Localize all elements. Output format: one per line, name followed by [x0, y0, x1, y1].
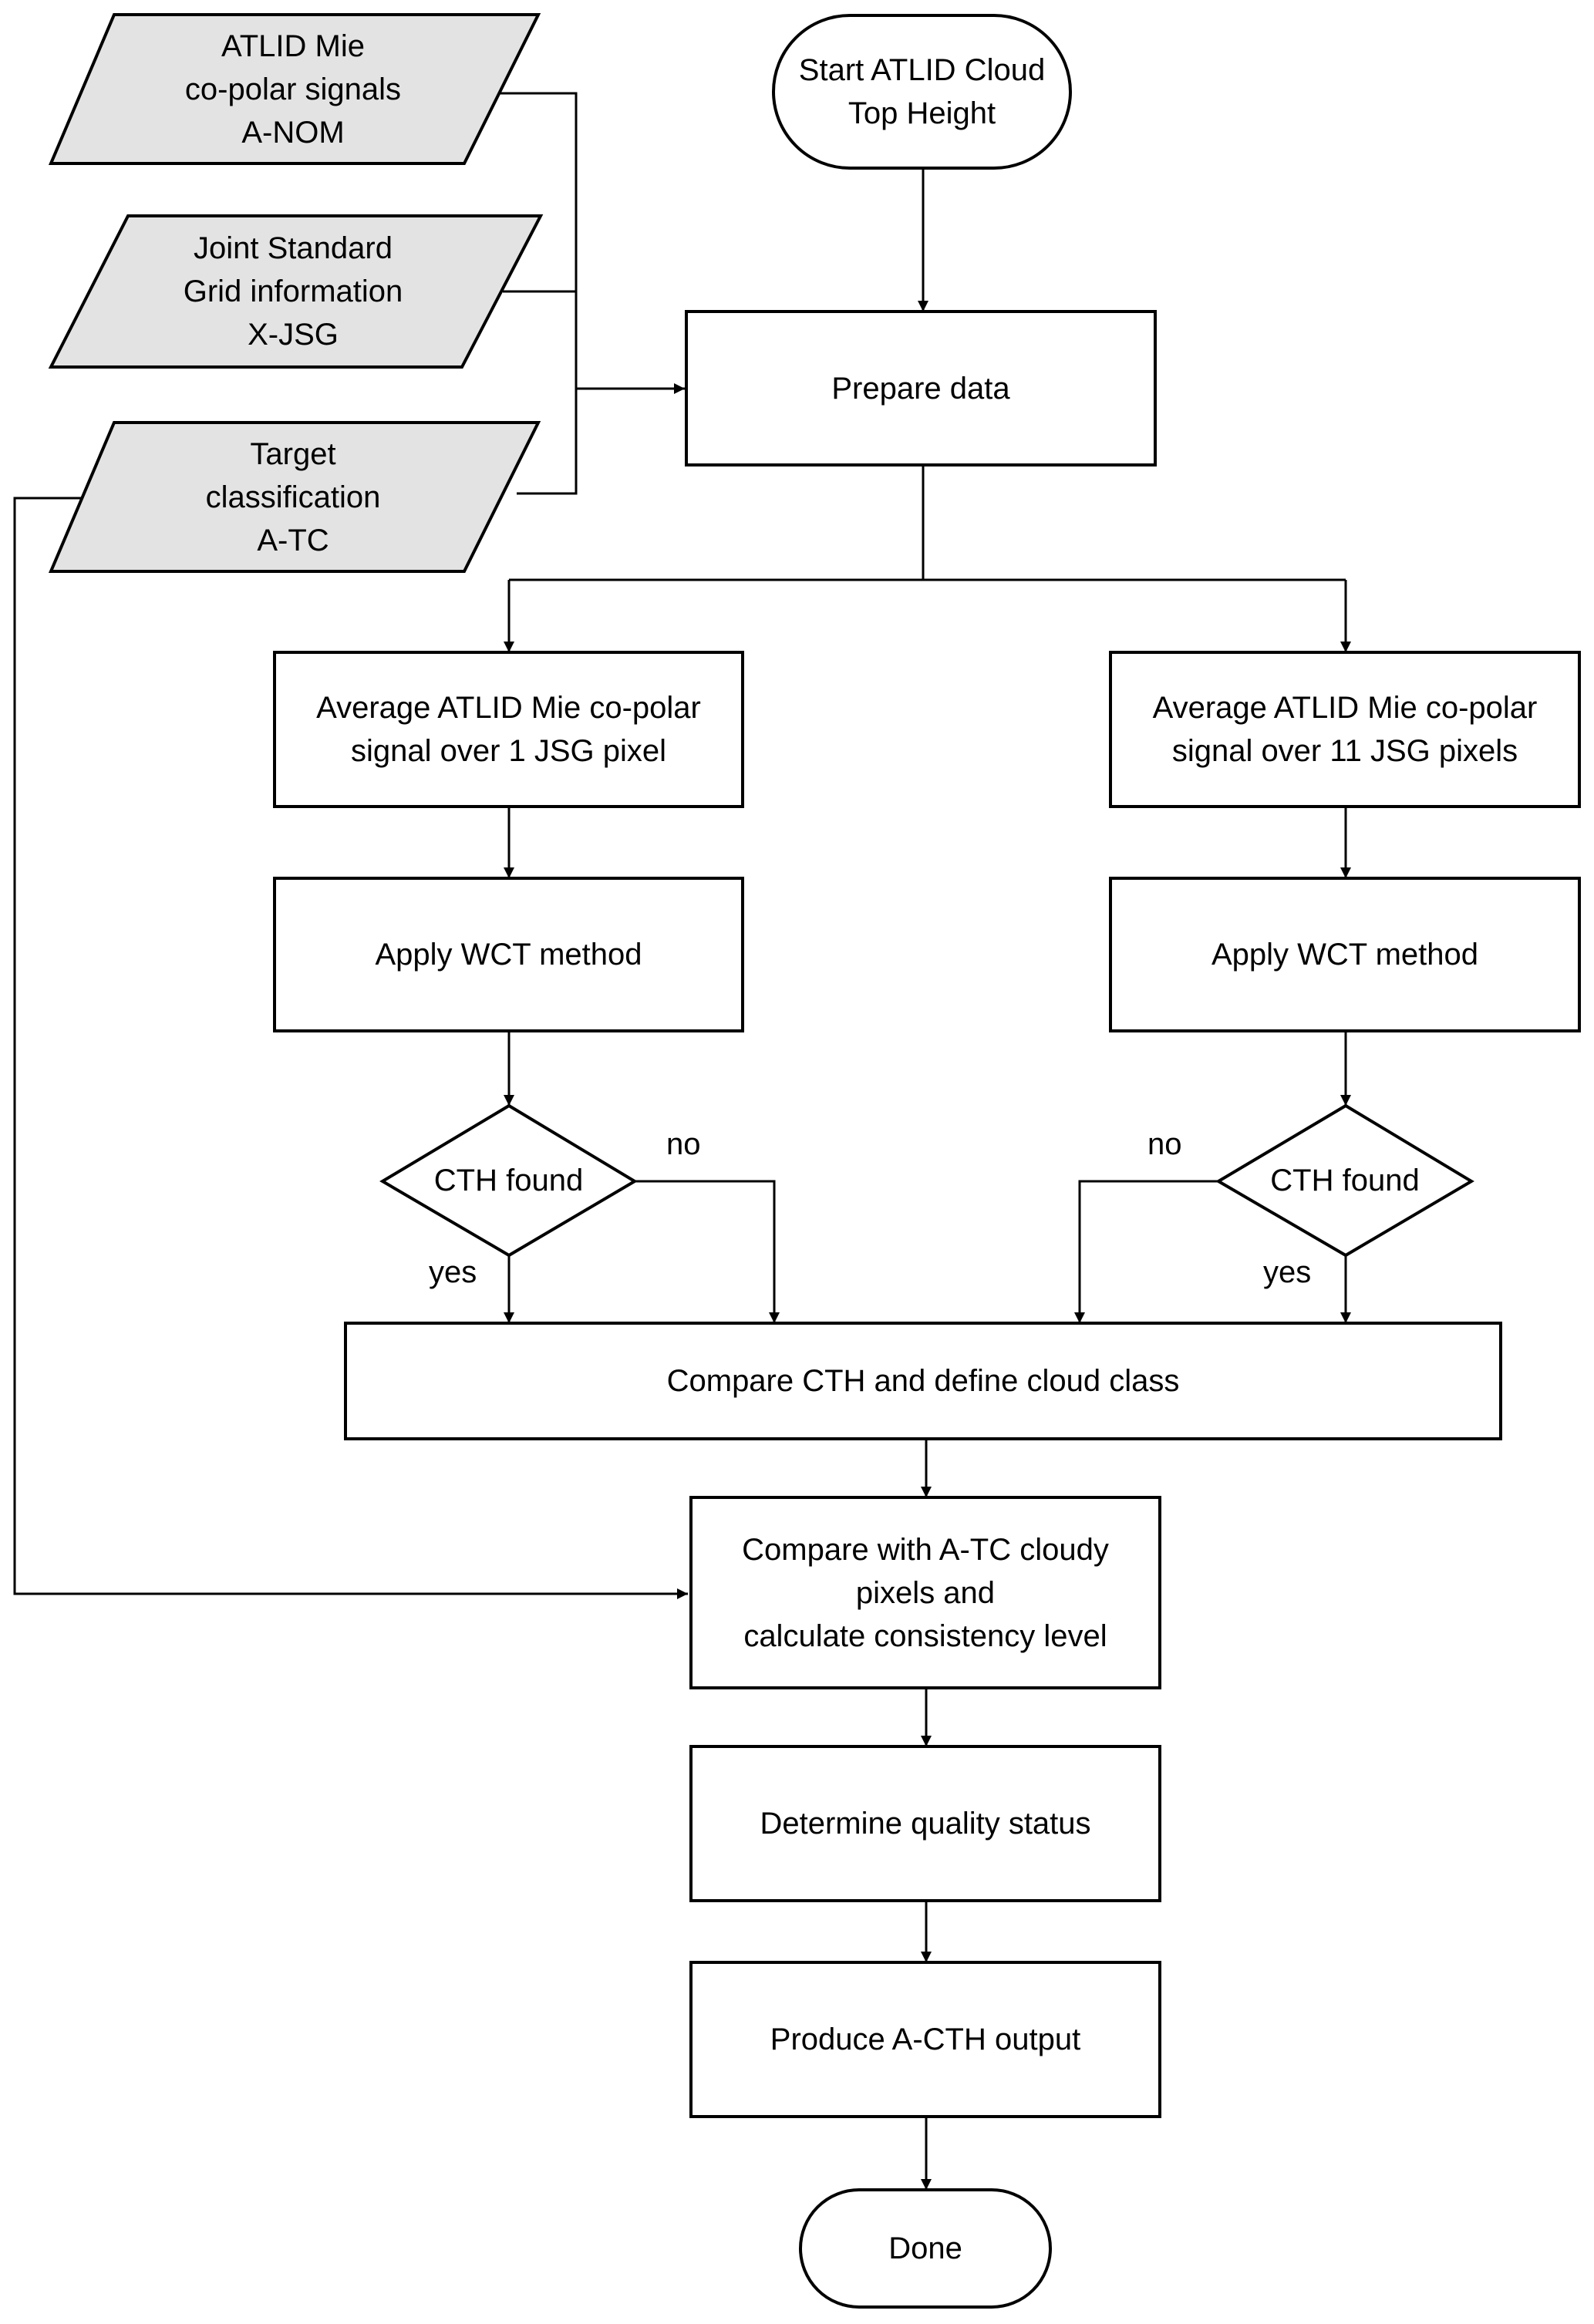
label-line: Joint Standard [194, 231, 393, 265]
edge-prepare-split [509, 465, 1346, 581]
label-line: Target [250, 436, 336, 471]
label-line: co-polar signals [184, 72, 402, 106]
quality-label: Determine quality status [691, 1746, 1160, 1901]
cth-left-label: CTH found [382, 1106, 635, 1255]
input-jsg-shape [48, 214, 544, 369]
label-line: Prepare data [831, 371, 1010, 406]
edge-atc-to-compare [13, 497, 688, 1599]
edge-cth-left-no [635, 1180, 780, 1323]
label-line: X-JSG [248, 318, 339, 352]
label-line: signal over 1 JSG pixel [350, 734, 667, 768]
start-terminal-shape [772, 14, 1072, 170]
label-line: ATLID Mie [221, 29, 365, 63]
prepare-box [685, 310, 1157, 466]
edge-label-yes-right: yes [1263, 1255, 1312, 1289]
label-line: signal over 11 JSG pixels [1171, 734, 1518, 768]
produce-label: Produce A-CTH output [691, 1962, 1160, 2117]
label-line: Start ATLID Cloud [798, 53, 1046, 87]
input-anom-shape [48, 13, 541, 165]
compare-cth-label: Compare CTH and define cloud class [345, 1323, 1501, 1439]
label-line: Average ATLID Mie co-polar [316, 691, 701, 725]
wct-right-label: Apply WCT method [1110, 878, 1579, 1031]
label-line: Apply WCT method [375, 938, 642, 972]
label-line: Top Height [848, 96, 996, 130]
label-line: Compare with A-TC cloudy [742, 1532, 1109, 1567]
avg-right-label: Average ATLID Mie co-polar signal over 11… [1110, 652, 1579, 807]
edge-cth-right-no [1074, 1180, 1218, 1323]
compare-atc-box [689, 1496, 1161, 1689]
label-line: CTH found [433, 1164, 584, 1197]
wct-right-box [1109, 877, 1581, 1032]
cth-right-diamond [1215, 1103, 1474, 1258]
done-terminal-shape [799, 2188, 1052, 2309]
avg-left-label: Average ATLID Mie co-polar signal over 1 … [275, 652, 743, 807]
wct-left-box [273, 877, 744, 1032]
edge-label-no-right: no [1147, 1127, 1182, 1161]
wct-left-label: Apply WCT method [275, 878, 743, 1031]
edge-label-yes-left: yes [429, 1255, 477, 1289]
cth-left-diamond [379, 1103, 638, 1258]
produce-box [689, 1961, 1161, 2118]
edge-anom-to-bus [490, 92, 578, 495]
label-line: calculate consistency level [743, 1618, 1107, 1653]
label-line: classification [205, 480, 381, 514]
prepare-data-label: Prepare data [686, 312, 1155, 465]
label-line: pixels and [855, 1575, 996, 1610]
label-line: A-NOM [241, 115, 345, 150]
label-line: Produce A-CTH output [770, 2023, 1081, 2056]
input-shapes [48, 13, 544, 573]
avg-right-box [1109, 651, 1581, 808]
process-shapes [273, 14, 1581, 2309]
label-line: A-TC [257, 523, 329, 557]
edge-label-no-left: no [666, 1127, 701, 1161]
done-terminal-label: Done [800, 2190, 1050, 2307]
compare-atc-label: Compare with A-TC cloudy pixels and calcul… [691, 1497, 1160, 1688]
label-line: Compare CTH and define cloud class [666, 1364, 1180, 1398]
avg-left-box [273, 651, 744, 808]
label-line: Average ATLID Mie co-polar [1152, 691, 1538, 725]
cth-right-label: CTH found [1218, 1106, 1471, 1255]
label-line: Determine quality status [760, 1807, 1091, 1841]
quality-box [689, 1745, 1161, 1902]
connectors [13, 92, 1351, 2190]
compare-cth-box [344, 1322, 1502, 1440]
label-line: Apply WCT method [1211, 938, 1479, 972]
label-line: Done [888, 2231, 962, 2265]
label-line: CTH found [1270, 1164, 1420, 1197]
label-line: Grid information [183, 275, 403, 308]
input-atc-shape [48, 421, 541, 573]
